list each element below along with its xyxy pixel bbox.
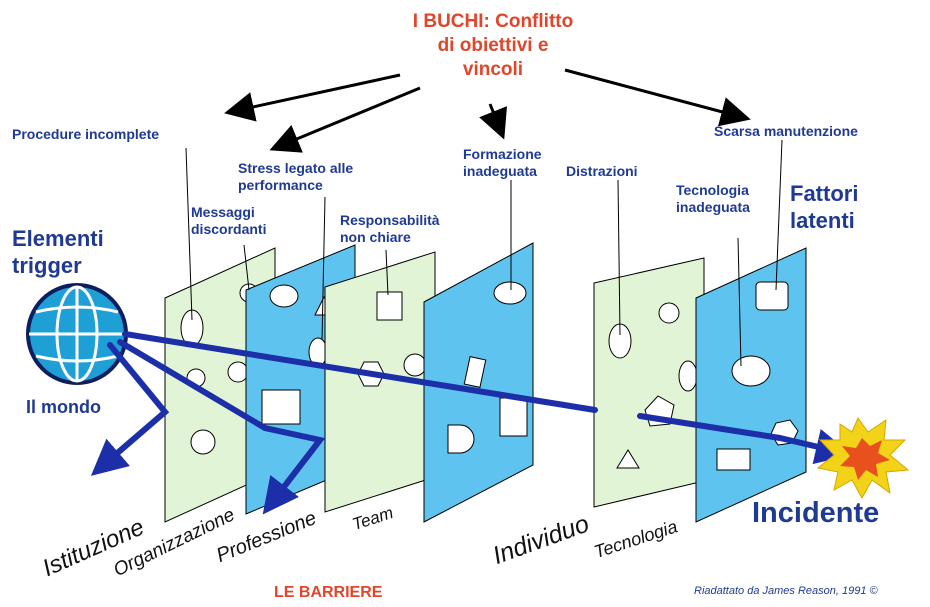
label-responsabilita: Responsabilità non chiare (340, 212, 440, 245)
slice-individuo (593, 257, 705, 508)
label-incident: Incidente (752, 497, 880, 529)
credit-text: Riadattato da James Reason, 1991 © (694, 585, 878, 597)
label-trigger: Elementi trigger (12, 226, 104, 278)
label-stress: Stress legato alle performance (238, 160, 354, 193)
barriers-caption: LE BARRIERE (274, 584, 383, 601)
label-procedure: Procedure incomplete (12, 126, 160, 142)
label-messaggi: Messaggi discordanti (191, 204, 267, 237)
globe-icon (26, 283, 128, 385)
label-tecnologia-inadeguata: Tecnologia inadeguata (676, 182, 750, 215)
diagram-title: I BUCHI: Conflitto di obiettivi e vincol… (412, 11, 574, 80)
label-manutenzione: Scarsa manutenzione (714, 123, 858, 139)
trajectory-arrows (90, 331, 852, 515)
label-distrazioni: Distrazioni (566, 163, 638, 179)
title-arrows (224, 68, 751, 153)
label-formazione: Formazione inadeguata (463, 146, 542, 179)
label-world: Il mondo (26, 397, 101, 417)
label-latent: Fattori latenti (790, 181, 859, 233)
explosion-icon (816, 416, 910, 500)
label-pointers (185, 139, 783, 367)
slice-tecnologia (695, 247, 807, 523)
slice-team (423, 242, 534, 523)
